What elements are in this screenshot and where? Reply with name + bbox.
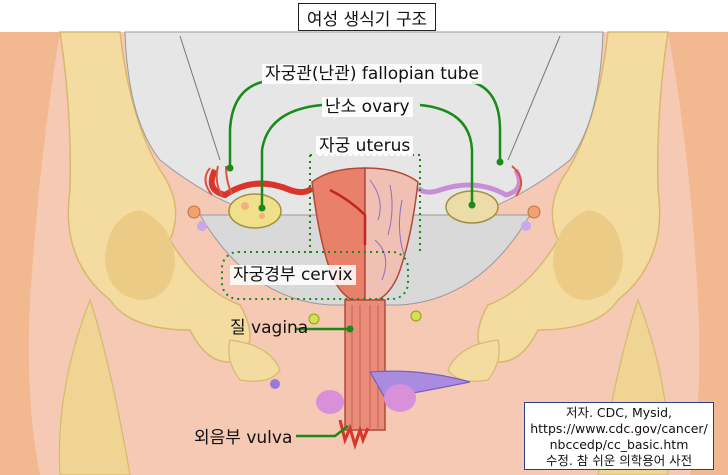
leader-dot <box>496 158 504 166</box>
label-fallopian-tube: 자궁관(난관) fallopian tube <box>262 64 482 84</box>
labia-region <box>316 390 344 414</box>
leader-line-ovary-left <box>260 103 323 208</box>
right-femoral-head <box>553 210 623 300</box>
left-fallopian-tube <box>208 168 315 199</box>
leader-dot <box>258 204 266 212</box>
vagina-canal <box>344 299 386 431</box>
source-line-2: https://www.cdc.gov/cancer/ <box>530 421 708 436</box>
uterus-veins <box>369 179 405 281</box>
left-ovary-follicle <box>259 213 265 219</box>
left-skin <box>0 32 60 475</box>
right-fallopian-tube <box>416 168 522 198</box>
left-femur <box>58 298 131 475</box>
clitoris-region <box>384 384 416 412</box>
right-ligament-line <box>507 35 561 161</box>
label-uterus: 자궁 uterus <box>316 136 414 156</box>
right-skin <box>668 32 728 475</box>
vulva <box>338 419 370 451</box>
diagram-title: 여성 생식기 구조 <box>298 3 436 31</box>
left-fimbriae <box>204 165 233 197</box>
left-pubic-bone <box>228 339 281 382</box>
vagina-rugae <box>351 305 379 428</box>
source-credit: 저자. CDC, Mysid, https://www.cdc.gov/canc… <box>524 402 714 470</box>
leader-line-vulva <box>296 425 349 438</box>
uterus-right-half <box>364 167 419 306</box>
source-line-3: nbccedp/cc_basic.htm <box>549 437 689 452</box>
right-fimbriae <box>511 165 523 197</box>
label-vagina: 질 vagina <box>230 318 309 338</box>
uterine-cavity <box>329 188 367 245</box>
right-lymph-node <box>527 205 541 219</box>
right-vessel-dot <box>521 221 531 231</box>
source-line-1: 저자. CDC, Mysid, <box>565 405 673 420</box>
cervix-outline <box>221 251 409 300</box>
leader-line-ovary-right <box>419 103 474 205</box>
left-pelvic-dot <box>270 379 280 389</box>
left-small-node <box>308 313 320 325</box>
leader-dot <box>468 201 476 209</box>
left-ovary-follicle <box>241 202 249 210</box>
label-vulva: 외음부 vulva <box>194 428 293 448</box>
left-femoral-head <box>105 210 175 300</box>
source-line-4: 수정. 참 쉬운 의학용어 사전 <box>545 453 693 468</box>
right-small-node <box>410 310 422 322</box>
leader-dot <box>226 164 234 172</box>
leader-line-fallopian-left <box>228 80 263 168</box>
label-ovary: 난소 ovary <box>322 97 413 117</box>
left-vessel-dot <box>197 221 207 231</box>
leader-dot <box>346 325 354 333</box>
label-cervix: 자궁경부 cervix <box>230 265 356 285</box>
left-ovary <box>228 193 282 229</box>
left-ligament-line <box>179 35 221 161</box>
left-lymph-node <box>187 205 201 219</box>
leader-line-fallopian-right <box>471 80 502 162</box>
